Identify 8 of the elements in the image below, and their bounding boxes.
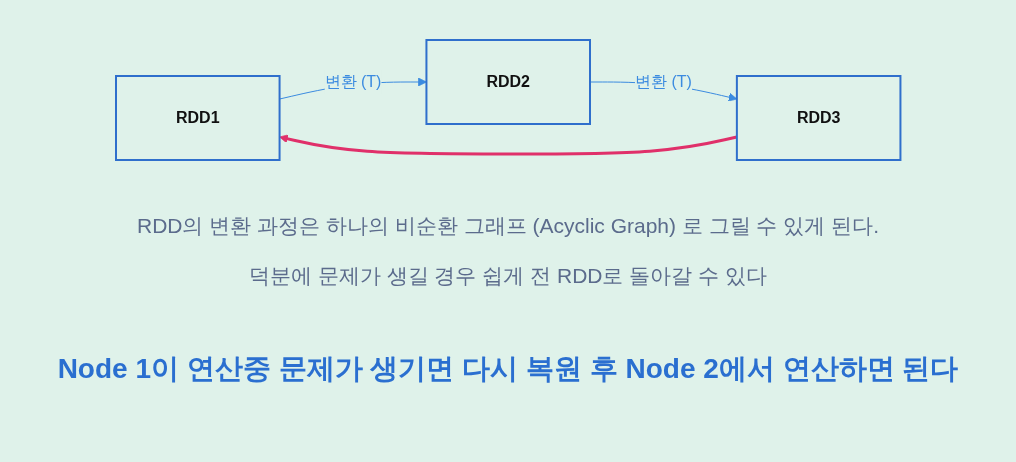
edge-label: 변환 (T): [634, 73, 692, 90]
highlight-note: Node 1이 연산중 문제가 생기면 다시 복원 후 Node 2에서 연산하면 된다: [57, 352, 959, 386]
node-box: RDD3: [735, 75, 902, 161]
note-text: RDD의 변환 과정은 하나의 비순환 그래프 (Acyclic Graph) 로 그릴 수 있게 된다.: [136, 213, 879, 239]
edge-label: 변환 (T): [324, 73, 382, 90]
node-box: RDD2: [425, 39, 591, 125]
node-box: RDD1: [114, 75, 281, 161]
note-text: 덕분에 문제가 생길 경우 쉽게 전 RDD로 돌아갈 수 있다: [249, 263, 767, 289]
